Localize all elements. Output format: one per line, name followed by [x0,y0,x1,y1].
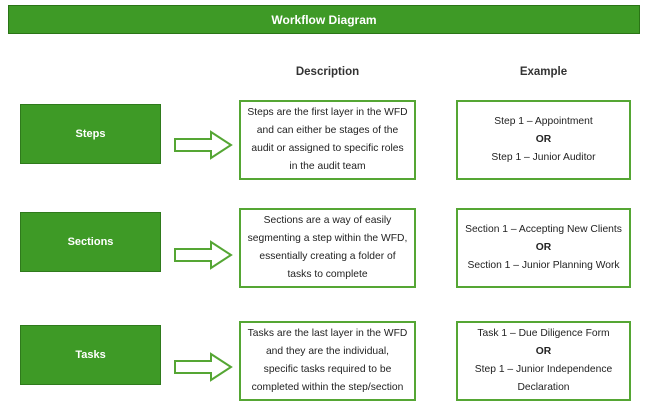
description-line: and can either be stages of the [256,125,399,136]
diagram-title: Workflow Diagram [8,5,640,34]
sections-example-box: Section 1 – Accepting New Clients OR Sec… [456,208,631,288]
tasks-example-box: Task 1 – Due Diligence Form OR Step 1 – … [456,321,631,401]
sections-description-box: Sections are a way of easily segmenting … [239,208,416,288]
example-header: Example [519,66,568,78]
description-header: Description [295,66,360,78]
description-line: tasks to complete [287,269,368,280]
example-line: Step 1 – Junior Auditor [491,152,596,163]
steps-description-box: Steps are the first layer in the WFD and… [239,100,416,180]
description-line: Sections are a way of easily [263,215,392,226]
or-label: OR [535,134,552,145]
description-line: essentially creating a folder of [259,251,396,262]
sections-box: Sections [20,212,161,272]
example-line: Section 1 – Accepting New Clients [465,224,622,235]
tasks-box: Tasks [20,325,161,385]
steps-example-box: Step 1 – Appointment OR Step 1 – Junior … [456,100,631,180]
arrow-right-icon [174,130,233,160]
description-line: Tasks are the last layer in the WFD [247,328,408,339]
arrow-right-icon [174,240,233,270]
example-line: Step 1 – Junior Independence [474,364,613,375]
description-line: specific tasks required to be [263,364,392,375]
steps-box: Steps [20,104,161,164]
example-line: Task 1 – Due Diligence Form [477,328,610,339]
description-line: Steps are the first layer in the WFD [247,107,408,118]
example-line: Section 1 – Junior Planning Work [467,260,620,271]
description-line: completed within the step/section [251,382,404,393]
tasks-description-box: Tasks are the last layer in the WFD and … [239,321,416,401]
example-line: Declaration [517,382,570,393]
arrow-right-icon [174,352,233,382]
description-line: segmenting a step within the WFD, [247,233,408,244]
or-label: OR [535,242,552,253]
description-line: in the audit team [289,161,366,172]
example-line: Step 1 – Appointment [494,116,593,127]
description-line: audit or assigned to specific roles [251,143,404,154]
description-line: and they are the individual, [265,346,390,357]
or-label: OR [535,346,552,357]
